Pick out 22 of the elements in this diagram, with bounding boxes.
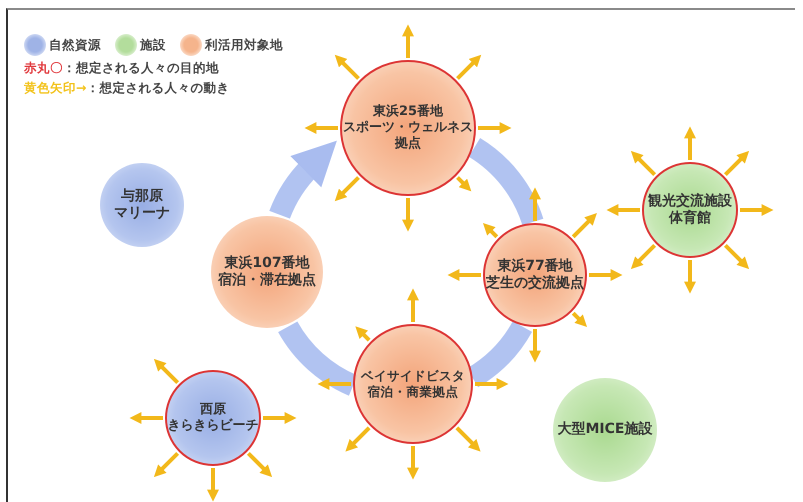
node-label: スポーツ・ウェルネス拠点: [342, 120, 474, 152]
node-label: 西原きらきらビーチ: [167, 402, 259, 434]
node-label: ベイサイドビスタ: [361, 368, 465, 384]
node-label: 観光交流施設: [648, 192, 732, 210]
node-label: 与那原マリーナ: [113, 188, 171, 222]
legend-label: 利活用対象地: [205, 37, 283, 54]
legend-label: 赤丸〇：想定される人々の目的地: [24, 60, 219, 77]
destination-circle: [483, 223, 587, 327]
legend-label: 黄色矢印→：想定される人々の動き: [24, 80, 230, 97]
node-label: 体育館: [669, 210, 711, 228]
destination-circle: [642, 162, 738, 258]
legend-label: 自然資源: [49, 37, 101, 54]
node-label: 東浜77番地: [497, 258, 573, 274]
cycle-arrow: [270, 139, 336, 220]
node-label: 東浜107番地: [224, 254, 310, 272]
node-label: 大型MICE施設: [558, 421, 652, 439]
legend-label: 施設: [140, 37, 166, 54]
node-label: 東浜25番地: [372, 104, 444, 120]
node-label: 芝生の交流拠点: [486, 275, 584, 292]
node-label: 宿泊・滞在拠点: [218, 272, 316, 290]
node-label: 宿泊・商業拠点: [368, 384, 458, 400]
cycle-band: [468, 138, 544, 226]
